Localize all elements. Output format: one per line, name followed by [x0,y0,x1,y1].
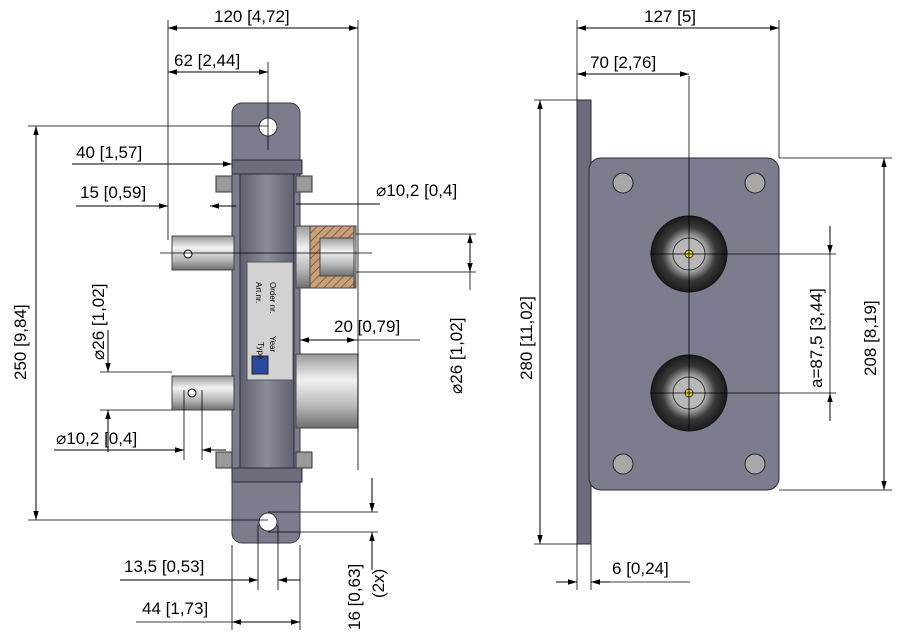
dim-hole-dia-bottom: ⌀10,2 [0,4] [56,429,137,448]
dim-20: 20 [0,79] [334,317,400,336]
right-cylinder-bore [319,237,355,277]
dim-13: 13,5 [0,53] [124,557,204,576]
nut-icon [295,175,313,193]
front-panel [588,157,780,491]
dim-44: 44 [1,73] [142,599,208,618]
dim-250: 250 [9,84] [11,304,30,380]
nut-icon [215,451,233,469]
side-bottom-clamp [231,467,303,483]
dim-spacing: a=87,5 [3,44] [807,288,826,388]
label-art-nr: Art.nr. [254,282,263,303]
connector-pin-icon [187,388,197,398]
nut-icon [744,453,766,475]
label-type: Type [256,342,265,360]
dim-62: 62 [2,44] [174,51,240,70]
label-year: Year [268,336,277,353]
connector-pin-icon [183,249,193,259]
dim-15: 15 [0,59] [80,183,146,202]
dim-40: 40 [1,57] [76,143,142,162]
dim-70: 70 [2,76] [590,53,656,72]
dim-16: 16 [0,63] [345,564,364,630]
dim-count: (2x) [369,569,388,598]
dim-dia26-right: ⌀26 [1,02] [447,318,466,394]
dim-120: 120 [4,72] [214,7,290,26]
nut-icon [295,451,313,469]
label-order-nr: Order nr. [268,282,277,314]
left-connector-bottom [171,375,235,411]
nut-icon [744,172,766,194]
type-label-plate: Type Art.nr. Year Order nr. [246,261,294,381]
side-top-clamp [231,159,303,175]
dim-208: 208 [8,19] [861,300,880,376]
dim-6: 6 [0,24] [612,559,669,578]
logo-icon [251,355,269,375]
side-bottom-hole [258,512,278,532]
front-view: 127 [5] 70 [2,76] 280 [11,02] a=87,5 [3,… [517,7,892,590]
dim-hole-dia-top: ⌀10,2 [0,4] [376,181,457,200]
dim-280: 280 [11,02] [517,296,536,380]
nut-icon [215,175,233,193]
dim-dia26-left: ⌀26 [1,02] [89,284,108,360]
right-cylinder-bottom [295,353,359,429]
side-view: Type Art.nr. Year Order nr. 120 [4,72] 6… [11,7,476,630]
nut-icon [612,172,634,194]
dim-127: 127 [5] [644,7,696,26]
nut-icon [612,453,634,475]
